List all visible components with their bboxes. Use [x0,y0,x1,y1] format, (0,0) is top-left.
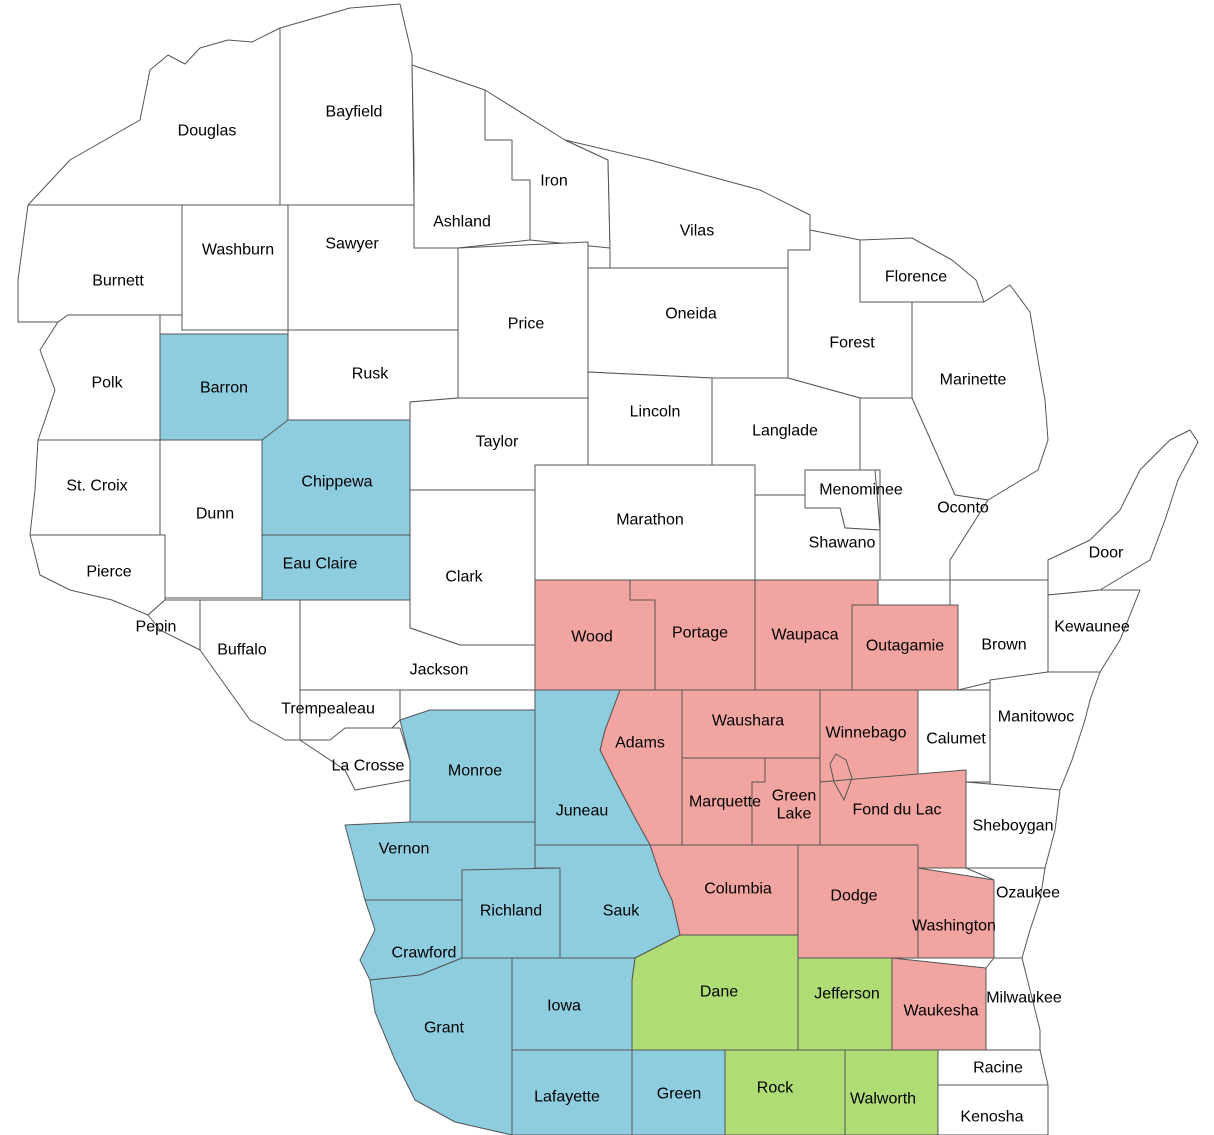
lake-winnebago-outline [829,753,853,802]
county-label-ozaukee: Ozaukee [996,885,1060,902]
county-label-polk: Polk [91,375,123,392]
county-label-trempealeau: Trempealeau [281,701,375,718]
county-label-kenosha: Kenosha [960,1109,1023,1126]
county-pierce[interactable] [29,534,166,616]
county-label-green-lake-line-2: Lake [777,806,812,823]
county-label-vilas: Vilas [680,223,714,240]
county-label-outagamie: Outagamie [866,638,944,655]
county-washington[interactable] [917,867,995,959]
county-label-sawyer: Sawyer [325,236,379,253]
county-jefferson[interactable] [797,957,893,1051]
county-label-richland: Richland [480,903,542,920]
county-label-jackson: Jackson [410,662,469,679]
county-label-green-lake-line-1: Green [772,788,816,805]
county-label-shawano: Shawano [809,535,876,552]
county-label-washburn: Washburn [202,242,274,259]
county-buffalo[interactable] [199,599,301,741]
county-label-price: Price [508,316,545,333]
county-label-pepin: Pepin [136,619,177,636]
county-label-winnebago: Winnebago [826,725,907,742]
county-label-dodge: Dodge [830,888,877,905]
county-label-ashland: Ashland [433,214,491,231]
county-label-milwaukee: Milwaukee [986,990,1062,1007]
county-label-calumet: Calumet [926,731,986,748]
county-calumet[interactable] [917,689,991,783]
county-door[interactable] [1047,429,1199,596]
county-label-buffalo: Buffalo [217,642,267,659]
county-grant[interactable] [369,957,513,1135]
county-label-oneida: Oneida [665,306,717,323]
county-label-rock: Rock [757,1080,794,1097]
county-sheboygan[interactable] [965,781,1061,869]
county-label-bayfield: Bayfield [326,104,383,121]
county-label-columbia: Columbia [704,881,772,898]
county-label-washington: Washington [912,918,996,935]
county-label-marinette: Marinette [940,372,1007,389]
county-label-crawford: Crawford [392,945,457,962]
county-label-sheboygan: Sheboygan [973,818,1054,835]
county-label-jefferson: Jefferson [814,986,880,1003]
county-label-rusk: Rusk [352,366,389,383]
county-walworth[interactable] [844,1049,939,1135]
county-label-burnett: Burnett [92,273,144,290]
county-label-sauk: Sauk [603,903,640,920]
county-label-kewaunee: Kewaunee [1054,619,1130,636]
county-label-grant: Grant [424,1020,465,1037]
county-label-portage: Portage [672,625,728,642]
county-label-clark: Clark [445,569,483,586]
county-label-st-croix: St. Croix [66,478,127,495]
county-labels: DouglasBayfieldIronAshlandVilasBurnettWa… [66,104,1130,1126]
county-label-vernon: Vernon [379,841,430,858]
county-green[interactable] [631,1049,726,1135]
county-douglas[interactable] [27,27,281,206]
county-oconto[interactable] [859,397,989,581]
county-label-waushara: Waushara [712,713,784,730]
county-label-iowa: Iowa [547,998,581,1015]
county-label-fond-du-lac: Fond du Lac [853,802,942,819]
county-brown[interactable] [949,579,1049,691]
county-label-lincoln: Lincoln [630,404,681,421]
county-label-racine: Racine [973,1060,1023,1077]
county-label-lafayette: Lafayette [534,1089,600,1106]
county-label-walworth: Walworth [850,1091,916,1108]
county-oneida[interactable] [587,267,789,379]
county-label-dane: Dane [700,984,738,1001]
county-label-oconto: Oconto [937,500,989,517]
county-label-juneau: Juneau [556,803,609,820]
county-label-door: Door [1089,545,1124,562]
county-lafayette[interactable] [511,1049,633,1135]
county-label-chippewa: Chippewa [301,474,372,491]
county-label-menominee: Menominee [819,482,903,499]
county-shapes [17,3,1199,1135]
county-label-pierce: Pierce [86,564,131,581]
county-label-eau-claire: Eau Claire [283,556,358,573]
county-label-green: Green [657,1086,701,1103]
county-label-iron: Iron [540,173,568,190]
county-label-douglas: Douglas [178,123,237,140]
county-label-waukesha: Waukesha [904,1003,979,1020]
lake-outlines [829,753,853,802]
county-clark[interactable] [409,489,536,646]
county-label-barron: Barron [200,380,248,397]
county-label-waupaca: Waupaca [772,627,839,644]
county-washburn[interactable] [181,204,289,331]
county-label-adams: Adams [615,735,665,752]
county-label-la-crosse: La Crosse [332,758,405,775]
county-label-florence: Florence [885,269,947,286]
county-label-taylor: Taylor [476,434,519,451]
county-manitowoc[interactable] [989,671,1101,791]
county-label-manitowoc: Manitowoc [998,709,1074,726]
county-burnett[interactable] [17,204,183,323]
county-label-brown: Brown [981,637,1026,654]
county-label-dunn: Dunn [196,506,234,523]
county-kenosha[interactable] [937,1084,1049,1135]
county-label-monroe: Monroe [448,763,502,780]
county-label-marathon: Marathon [616,512,684,529]
county-label-forest: Forest [829,335,875,352]
county-label-wood: Wood [571,629,613,646]
county-label-langlade: Langlade [752,423,818,440]
county-label-marquette: Marquette [689,794,761,811]
